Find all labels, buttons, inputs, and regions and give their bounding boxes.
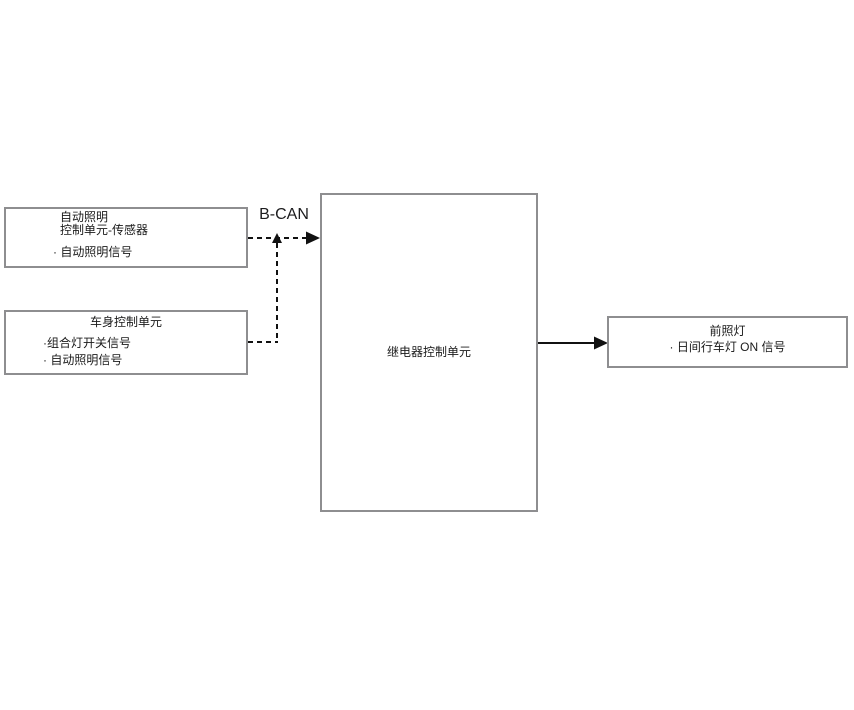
node-signal-item: · 日间行车灯 ON 信号 [669, 340, 786, 354]
node-headlight: 前照灯 · 日间行车灯 ON 信号 [607, 316, 848, 368]
junction-up-arrowhead-icon [272, 233, 282, 243]
node-body-control-unit: 车身控制单元 ·组合灯开关信号 · 自动照明信号 [4, 310, 248, 375]
node-auto-lighting-control-unit-sensor: 自动照明 控制单元-传感器 · 自动照明信号 [4, 207, 248, 268]
node-title-line: 控制单元-传感器 [60, 223, 148, 237]
node-relay-control-unit: 继电器控制单元 [320, 193, 538, 512]
node-signal-item: · 自动照明信号 [43, 353, 123, 367]
bcan-arrowhead-icon [306, 231, 320, 245]
node-title-line: 继电器控制单元 [386, 345, 471, 359]
node-title-line: 自动照明 [60, 210, 109, 224]
node-signal-item: · 自动照明信号 [53, 245, 133, 259]
node-title-line: 前照灯 [709, 324, 746, 338]
relay-output-arrowhead-icon [594, 336, 608, 350]
node-signal-item: ·组合灯开关信号 [43, 336, 131, 350]
bus-label-bcan: B-CAN [259, 206, 309, 223]
node-title-line: 车身控制单元 [89, 315, 162, 329]
